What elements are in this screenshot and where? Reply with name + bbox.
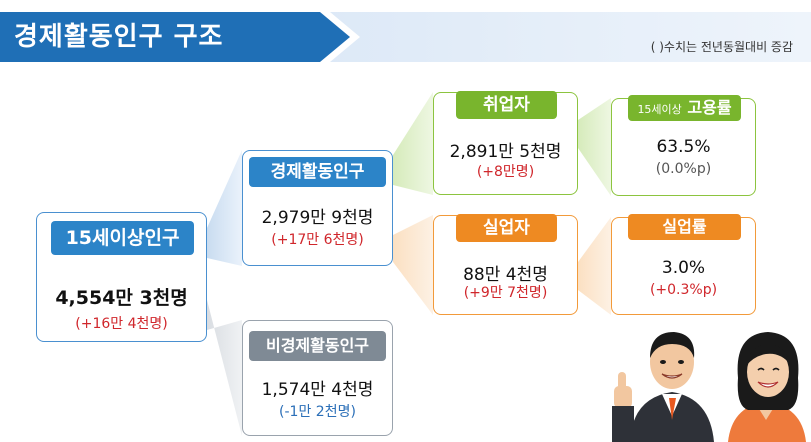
unemployed-value: 88만 4천명 bbox=[463, 265, 548, 285]
person-thumbs-up-illustration bbox=[612, 332, 714, 442]
employed-box: 취업자 2,891만 5천명 (+8만명) bbox=[433, 91, 578, 195]
header-ribbon bbox=[330, 12, 811, 62]
header-note: ( )수치는 전년동월대비 증감 bbox=[650, 40, 793, 54]
title-band bbox=[0, 12, 350, 62]
population-change: (+16만 4천명) bbox=[75, 316, 168, 332]
unemployment-rate-value: 3.0% bbox=[661, 258, 706, 278]
population-box: 15세이상인구 4,554만 3천명 (+16만 4천명) bbox=[36, 212, 207, 342]
employment-rate-value: 63.5% bbox=[656, 137, 711, 157]
employment-rate-box: 15세이상 고용률 63.5% (0.0%p) bbox=[611, 95, 756, 196]
connector-unemployed-rate bbox=[578, 217, 611, 315]
active-label: 경제활동인구 bbox=[249, 157, 386, 187]
unemployment-rate-change: (+0.3%p) bbox=[649, 282, 718, 298]
active-value: 2,979만 9천명 bbox=[261, 208, 374, 228]
employment-rate-label-main: 고용률 bbox=[687, 98, 732, 117]
unemployed-box: 실업자 88만 4천명 (+9만 7천명) bbox=[433, 214, 578, 315]
unemployed-label: 실업자 bbox=[456, 214, 557, 242]
people-illustration bbox=[612, 332, 806, 442]
employed-value: 2,891만 5천명 bbox=[449, 142, 562, 162]
active-change: (+17만 6천명) bbox=[271, 232, 364, 248]
connector-population-inactive bbox=[207, 300, 242, 436]
employment-rate-label-prefix: 15세이상 bbox=[637, 103, 682, 116]
person-smiling-illustration bbox=[728, 332, 806, 442]
header-banner: 경제활동인구 구조 ( )수치는 전년동월대비 증감 bbox=[0, 12, 811, 62]
connector-population-active bbox=[207, 150, 242, 266]
inactive-change: (-1만 2천명) bbox=[279, 404, 356, 420]
employed-label: 취업자 bbox=[456, 91, 557, 119]
unemployed-change: (+9만 7천명) bbox=[463, 285, 548, 301]
page-title: 경제활동인구 구조 bbox=[14, 22, 224, 52]
active-box: 경제활동인구 2,979만 9천명 (+17만 6천명) bbox=[242, 150, 393, 266]
inactive-value: 1,574만 4천명 bbox=[261, 380, 374, 400]
connector-employed-rate bbox=[578, 98, 611, 196]
employed-change: (+8만명) bbox=[476, 164, 535, 180]
employment-rate-change: (0.0%p) bbox=[655, 161, 712, 177]
inactive-box: 비경제활동인구 1,574만 4천명 (-1만 2천명) bbox=[242, 320, 393, 436]
population-value: 4,554만 3천명 bbox=[55, 287, 188, 309]
population-label: 15세이상인구 bbox=[51, 221, 194, 255]
employment-rate-label: 15세이상 고용률 bbox=[628, 95, 741, 121]
inactive-label: 비경제활동인구 bbox=[249, 331, 386, 361]
connector-active-employed bbox=[393, 92, 433, 195]
unemployment-rate-label: 실업률 bbox=[628, 214, 741, 240]
connector-active-unemployed bbox=[393, 215, 433, 315]
unemployment-rate-box: 실업률 3.0% (+0.3%p) bbox=[611, 214, 756, 315]
